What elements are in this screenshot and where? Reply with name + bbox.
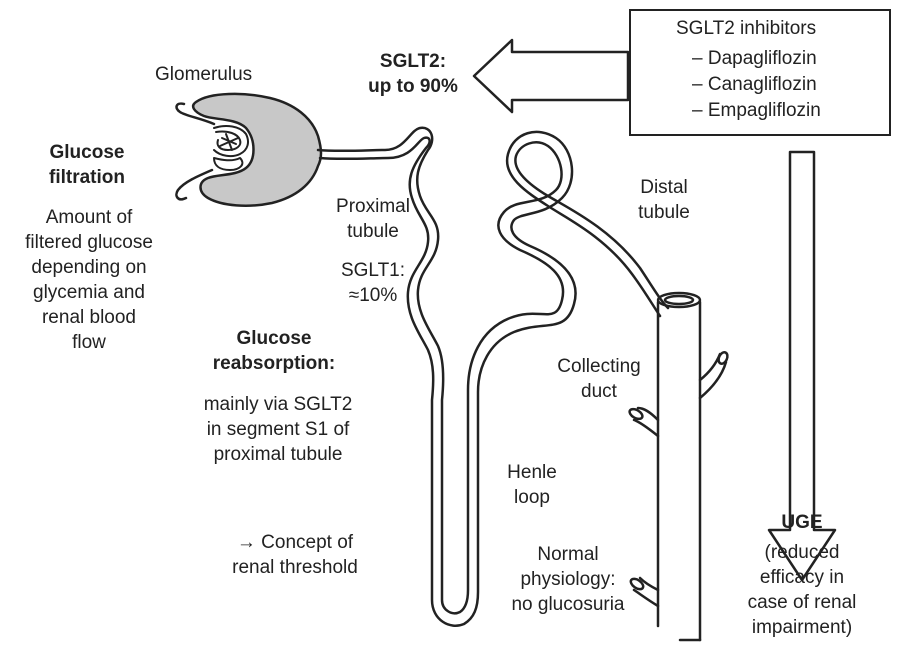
text-line: case of renal <box>730 590 874 615</box>
collecting-duct-label: Collecting duct <box>536 354 662 404</box>
text-line: Collecting <box>536 354 662 379</box>
text-line: duct <box>536 379 662 404</box>
text-line: glycemia and <box>0 280 178 305</box>
glomerulus-label: Glomerulus <box>155 62 252 87</box>
text-line: impairment) <box>730 615 874 640</box>
text-line: Henle <box>492 460 572 485</box>
heading-line: Glucose <box>12 140 162 165</box>
heading-line: Glucose <box>196 326 352 351</box>
text-line: tubule <box>624 200 704 225</box>
heading-line: filtration <box>12 165 162 190</box>
text-line: in segment S1 of <box>192 417 364 442</box>
uge-description: (reduced efficacy in case of renal impai… <box>730 540 874 640</box>
text-line: renal blood <box>0 305 178 330</box>
text-line: ≈10% <box>318 283 428 308</box>
uge-title: UGE <box>760 510 844 535</box>
text-line: loop <box>492 485 572 510</box>
sglt2-value: up to 90% <box>358 74 468 99</box>
henle-loop-label: Henle loop <box>492 460 572 510</box>
sglt2-inhibitors-box: SGLT2 inhibitors – Dapagliflozin – Canag… <box>629 9 891 136</box>
reabsorption-description: mainly via SGLT2 in segment S1 of proxim… <box>192 392 364 467</box>
text-line: physiology: <box>502 567 634 592</box>
glucose-filtration-heading: Glucose filtration <box>12 140 162 190</box>
text-line: Proximal <box>318 194 428 219</box>
text-line: depending on <box>0 255 178 280</box>
text-line: Amount of <box>0 205 178 230</box>
text-line: → Concept of <box>212 530 378 555</box>
glucose-reabsorption-heading: Glucose reabsorption: <box>196 326 352 376</box>
inhibitor-item: – Empagliflozin <box>692 99 821 123</box>
inhibitor-item: – Dapagliflozin <box>692 47 817 71</box>
text-line: tubule <box>318 219 428 244</box>
sglt2-label: SGLT2: up to 90% <box>358 49 468 99</box>
collecting-duct-drawing <box>628 293 729 640</box>
left-block-arrow <box>474 40 628 112</box>
text-line: (reduced <box>730 540 874 565</box>
text-line: flow <box>0 330 178 355</box>
text-line: proximal tubule <box>192 442 364 467</box>
sglt1-label: SGLT1: ≈10% <box>318 258 428 308</box>
renal-threshold-label: → Concept of renal threshold <box>212 530 378 580</box>
text-line: SGLT1: <box>318 258 428 283</box>
bowman-capsule <box>193 94 321 206</box>
proximal-tubule-label: Proximal tubule <box>318 194 428 244</box>
distal-tubule-label: Distal tubule <box>624 175 704 225</box>
text-line: mainly via SGLT2 <box>192 392 364 417</box>
capillary-tuft <box>214 126 248 170</box>
inhibitors-title: SGLT2 inhibitors <box>676 17 816 41</box>
heading-line: reabsorption: <box>196 351 352 376</box>
text-line: Distal <box>624 175 704 200</box>
text-line: filtered glucose <box>0 230 178 255</box>
sglt2-title: SGLT2: <box>358 49 468 74</box>
inhibitor-item: – Canagliflozin <box>692 73 817 97</box>
text-line: renal threshold <box>212 555 378 580</box>
text-line: no glucosuria <box>502 592 634 617</box>
normal-physiology-label: Normal physiology: no glucosuria <box>502 542 634 617</box>
filtration-description: Amount of filtered glucose depending on … <box>0 205 178 355</box>
text-line: efficacy in <box>730 565 874 590</box>
text-line: Normal <box>502 542 634 567</box>
